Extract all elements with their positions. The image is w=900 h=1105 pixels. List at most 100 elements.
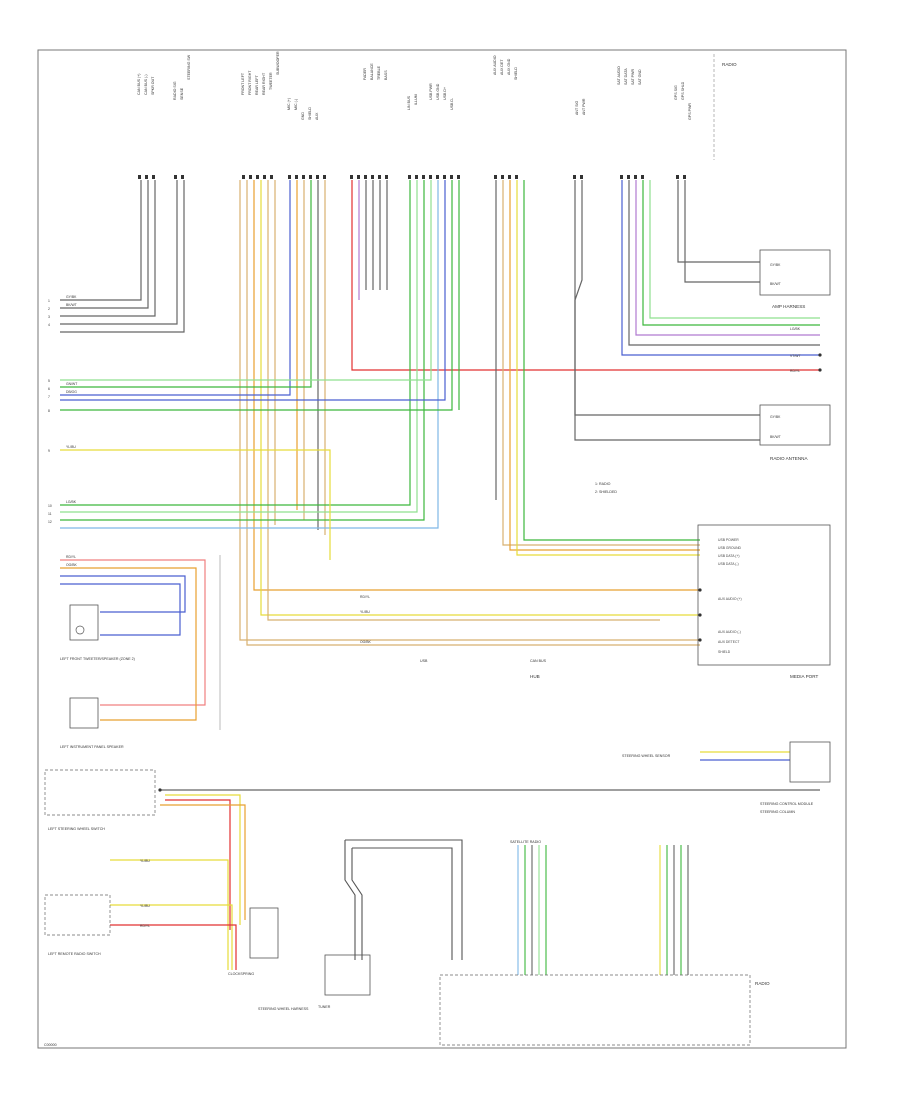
- footer-code: C00000: [44, 1043, 57, 1047]
- clockspring-2: TUNER: [318, 954, 371, 1009]
- left-instrument-speaker-label: LEFT INSTRUMENT PANEL SPEAKER: [60, 745, 124, 749]
- hub-group: HUB USB CAN BUS: [420, 659, 547, 679]
- steering-harness-label: STEERING WHEEL HARNESS: [258, 1007, 309, 1011]
- svg-text:LIN BUS: LIN BUS: [407, 95, 411, 110]
- media-pin-2: USB GROUND: [718, 546, 742, 550]
- svg-text:GN/WT: GN/WT: [66, 382, 77, 386]
- svg-text:LG/BK: LG/BK: [66, 500, 77, 504]
- svg-text:FRONT RIGHT: FRONT RIGHT: [248, 70, 252, 95]
- svg-text:AUX: AUX: [315, 112, 319, 120]
- amp-harness: AMP HARNESS: [759, 249, 831, 309]
- svg-text:LG/BK: LG/BK: [790, 327, 801, 331]
- radio-bottom-label: RADIO: [755, 981, 770, 986]
- svg-text:YL/BU: YL/BU: [360, 610, 370, 614]
- svg-text:GPS SHLD: GPS SHLD: [681, 81, 685, 100]
- svg-text:YL/BU: YL/BU: [66, 445, 76, 449]
- svg-text:GY/BK: GY/BK: [66, 295, 77, 299]
- svg-text:4: 4: [48, 323, 50, 327]
- left-front-speaker: LEFT FRONT TWEETER/SPEAKER (ZONE 2): [60, 604, 135, 661]
- svg-text:REAR RIGHT: REAR RIGHT: [262, 72, 266, 95]
- corner-label-top: RADIO: [722, 62, 737, 67]
- svg-text:RD/YL: RD/YL: [360, 595, 370, 599]
- svg-text:OG/BK: OG/BK: [360, 640, 371, 644]
- svg-text:8: 8: [48, 409, 50, 413]
- can-label: CAN BUS: [530, 659, 547, 663]
- svg-text:OG/BK: OG/BK: [66, 563, 77, 567]
- svg-text:3: 3: [48, 315, 50, 319]
- amp-harness-label: AMP HARNESS: [772, 304, 805, 309]
- hub-label: HUB: [530, 674, 540, 679]
- svg-text:RD/YL: RD/YL: [66, 555, 76, 559]
- media-pin-1: USB POWER: [718, 538, 739, 542]
- wires-left-bundle: [60, 180, 185, 333]
- wire-color-labels: GY/BK BK/WT GN/WT DB/OG YL/BU LG/BK RD/Y…: [66, 263, 801, 928]
- svg-text:2: 2: [48, 307, 50, 311]
- steering-control-label: STEERING CONTROL MODULE: [760, 802, 814, 806]
- svg-text:FADER: FADER: [363, 68, 367, 80]
- svg-text:MIC (-): MIC (-): [294, 99, 298, 110]
- rear-antenna: RADIO ANTENNA: [759, 404, 831, 461]
- svg-text:SENSE: SENSE: [180, 87, 184, 100]
- rear-antenna-label: RADIO ANTENNA: [770, 456, 808, 461]
- usb-label: USB: [420, 659, 428, 663]
- media-pin-3: USB DATA (+): [718, 554, 739, 558]
- sat-label: SATELLITE RADIO: [510, 840, 541, 844]
- media-pin-7: AUX DETECT: [718, 640, 739, 644]
- media-pin-5: AUX AUDIO (+): [718, 597, 742, 601]
- radio-bottom-module: RADIO SATELLITE RADIO: [439, 840, 770, 1046]
- wires-speaker-bundle: [60, 180, 820, 646]
- svg-text:1: 1: [48, 299, 50, 303]
- left-front-speaker-label: LEFT FRONT TWEETER/SPEAKER (ZONE 2): [60, 657, 135, 661]
- wires-steering: [110, 751, 820, 970]
- svg-text:VT/WT: VT/WT: [790, 354, 801, 358]
- wires-speakers-left: [60, 449, 331, 730]
- wires-center-bundle: [60, 180, 460, 529]
- svg-text:12: 12: [48, 520, 52, 524]
- splice-points: [158, 353, 822, 792]
- top-connector-labels: CAN BUS (+) CAN BUS (-) SPKR OUT RADIO S…: [137, 51, 692, 120]
- svg-text:ANT SIG: ANT SIG: [575, 100, 579, 115]
- media-port-module: MEDIA PORT USB POWER USB GROUND USB DATA…: [697, 524, 831, 679]
- left-pin-numbers: 1 2 3 4 5 6 7 8 9 10 11 12: [48, 299, 52, 524]
- wires-bottom: [344, 839, 689, 975]
- svg-text:YL/BU: YL/BU: [140, 904, 150, 908]
- svg-text:CAN BUS (-): CAN BUS (-): [144, 74, 148, 95]
- left-steering-switch: LEFT STEERING WHEEL SWITCH: [44, 769, 156, 831]
- media-pin-6: AUX AUDIO (-): [718, 630, 741, 634]
- svg-text:GPS SIG: GPS SIG: [674, 85, 678, 100]
- diagram-frame: [37, 49, 847, 1049]
- svg-text:STEERING SW: STEERING SW: [187, 54, 191, 80]
- svg-text:DB/OG: DB/OG: [66, 390, 77, 394]
- svg-text:YL/BU: YL/BU: [140, 859, 150, 863]
- svg-text:TREBLE: TREBLE: [377, 65, 381, 80]
- wires-right-bundle: [574, 180, 820, 441]
- media-pin-4: USB DATA (-): [718, 562, 739, 566]
- svg-text:7: 7: [48, 395, 50, 399]
- svg-text:GY/BK: GY/BK: [770, 263, 781, 267]
- svg-text:GPS PWR: GPS PWR: [688, 103, 692, 120]
- steering-column-label: STEERING COLUMN: [760, 810, 795, 814]
- svg-text:SHIELD: SHIELD: [308, 107, 312, 120]
- svg-text:CAN BUS (+): CAN BUS (+): [137, 74, 141, 95]
- svg-text:USB D-: USB D-: [450, 97, 454, 110]
- left-steering-switch-label: LEFT STEERING WHEEL SWITCH: [48, 827, 105, 831]
- clockspring: CLOCKSPRING STEERING WHEEL HARNESS: [228, 907, 309, 1011]
- svg-text:SAT AUDIO: SAT AUDIO: [617, 66, 621, 85]
- legend-radio: 1: RADIO: [595, 482, 611, 486]
- steering-control-module: STEERING CONTROL MODULE STEERING COLUMN …: [622, 741, 831, 814]
- svg-text:RD/YL: RD/YL: [140, 924, 150, 928]
- svg-text:SAT PWR: SAT PWR: [631, 69, 635, 85]
- svg-text:BK/WT: BK/WT: [770, 282, 781, 286]
- svg-text:9: 9: [48, 449, 50, 453]
- svg-text:BALANCE: BALANCE: [370, 63, 374, 80]
- left-remote-switch-label: LEFT REMOTE RADIO SWITCH: [48, 952, 101, 956]
- left-remote-switch: LEFT REMOTE RADIO SWITCH: [44, 894, 111, 956]
- svg-text:TWEETER: TWEETER: [269, 72, 273, 90]
- svg-text:REAR LEFT: REAR LEFT: [255, 74, 259, 95]
- clockspring-label: CLOCKSPRING: [228, 972, 254, 976]
- svg-text:SUBWOOFER: SUBWOOFER: [276, 51, 280, 75]
- svg-text:MIC (+): MIC (+): [287, 98, 291, 110]
- svg-text:6: 6: [48, 387, 50, 391]
- svg-text:5: 5: [48, 379, 50, 383]
